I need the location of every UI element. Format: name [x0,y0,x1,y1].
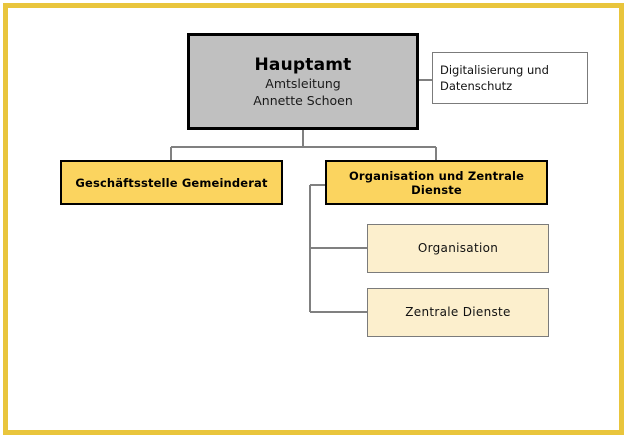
node-hauptamt[interactable]: Hauptamt Amtsleitung Annette Schoen [187,33,419,130]
node-geschaeftsstelle-gemeinderat[interactable]: Geschäftsstelle Gemeinderat [60,160,283,205]
digitalisierung-line-2: Datenschutz [440,79,513,93]
hauptamt-person: Annette Schoen [253,92,353,108]
hauptamt-title: Hauptamt [254,54,352,75]
node-organisation[interactable]: Organisation [367,224,549,273]
geschaeftsstelle-gemeinderat-label: Geschäftsstelle Gemeinderat [75,175,268,190]
organisation-und-zentrale-dienste-label: Organisation und Zentrale Dienste [348,168,525,197]
digitalisierung-line-1: Digitalisierung und [440,63,549,77]
outer-frame-border [3,3,624,435]
node-zentrale-dienste[interactable]: Zentrale Dienste [367,288,549,337]
organisation-label: Organisation [417,241,499,255]
hauptamt-role: Amtsleitung [265,75,341,91]
node-organisation-und-zentrale-dienste[interactable]: Organisation und Zentrale Dienste [325,160,548,205]
node-digitalisierung-datenschutz[interactable]: Digitalisierung und Datenschutz [432,52,588,104]
zentrale-dienste-label: Zentrale Dienste [405,305,511,319]
